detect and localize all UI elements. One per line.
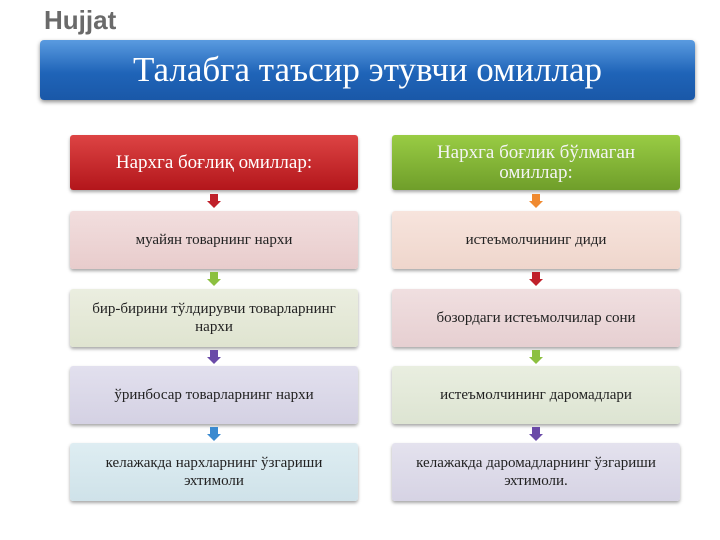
arrow-down-icon <box>529 427 543 441</box>
right-item: бозордаги истеъмолчилар сони <box>392 289 680 347</box>
right-item: истеъмолчининг диди <box>392 211 680 269</box>
right-item: истеъмолчининг даромадлари <box>392 366 680 424</box>
left-item: ўринбосар товарларнинг нархи <box>70 366 358 424</box>
arrow-down-icon <box>207 194 221 208</box>
left-header: Нархга боғлиқ омиллар: <box>70 135 358 190</box>
left-item: бир-бирини тўлдирувчи товарларнинг нархи <box>70 289 358 347</box>
left-item: келажакда нархларнинг ўзгариши эхтимоли <box>70 443 358 501</box>
arrow-down-icon <box>529 194 543 208</box>
slide-title: Талабга таъсир этувчи омиллар <box>40 40 695 100</box>
arrow-down-icon <box>529 350 543 364</box>
arrow-down-icon <box>529 272 543 286</box>
left-item: муайян товарнинг нархи <box>70 211 358 269</box>
right-item: келажакда даромадларнинг ўзгариши эхтимо… <box>392 443 680 501</box>
watermark: Hujjat <box>44 5 117 35</box>
arrow-down-icon <box>207 350 221 364</box>
right-header: Нархга боғлик бўлмаган омиллар: <box>392 135 680 190</box>
arrow-down-icon <box>207 427 221 441</box>
arrow-down-icon <box>207 272 221 286</box>
